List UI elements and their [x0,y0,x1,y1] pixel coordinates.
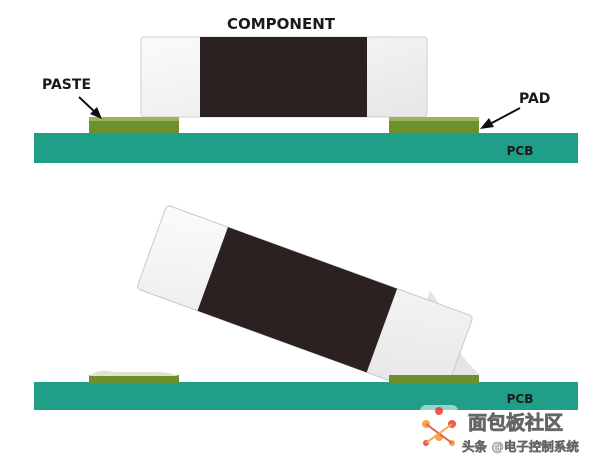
component-top [140,36,428,118]
pcb-label-top: PCB [507,144,534,158]
pad-left-top [89,120,179,134]
watermark-subtitle: 头条 @电子控制系统 [462,439,579,454]
pcb-label-bottom: PCB [507,392,534,406]
tombstone-diagram: PCB [34,205,578,410]
watermark-title: 面包板社区 [468,411,563,434]
pad-arrow [480,107,521,129]
pad-left-bottom [89,375,179,383]
paste-arrow [78,96,102,119]
component-body-tilted [197,227,398,373]
pad-label: PAD [519,91,550,107]
paste-left-top [89,117,179,121]
watermark-logo-icon [420,405,458,447]
paste-label: PASTE [42,77,91,93]
component-body [200,37,367,117]
watermark: 面包板社区 头条 @电子控制系统 [420,405,580,454]
pcb-top [34,133,578,163]
pcb-bottom [34,382,578,410]
component-label: COMPONENT [227,15,336,33]
pad-right-top [389,120,479,134]
paste-left-bottom [89,370,179,376]
paste-right-top [389,117,479,121]
component-tilted [137,205,473,400]
normal-joint-diagram: COMPONENT PCB PASTE PAD [34,15,578,163]
pad-right-bottom [389,375,479,383]
